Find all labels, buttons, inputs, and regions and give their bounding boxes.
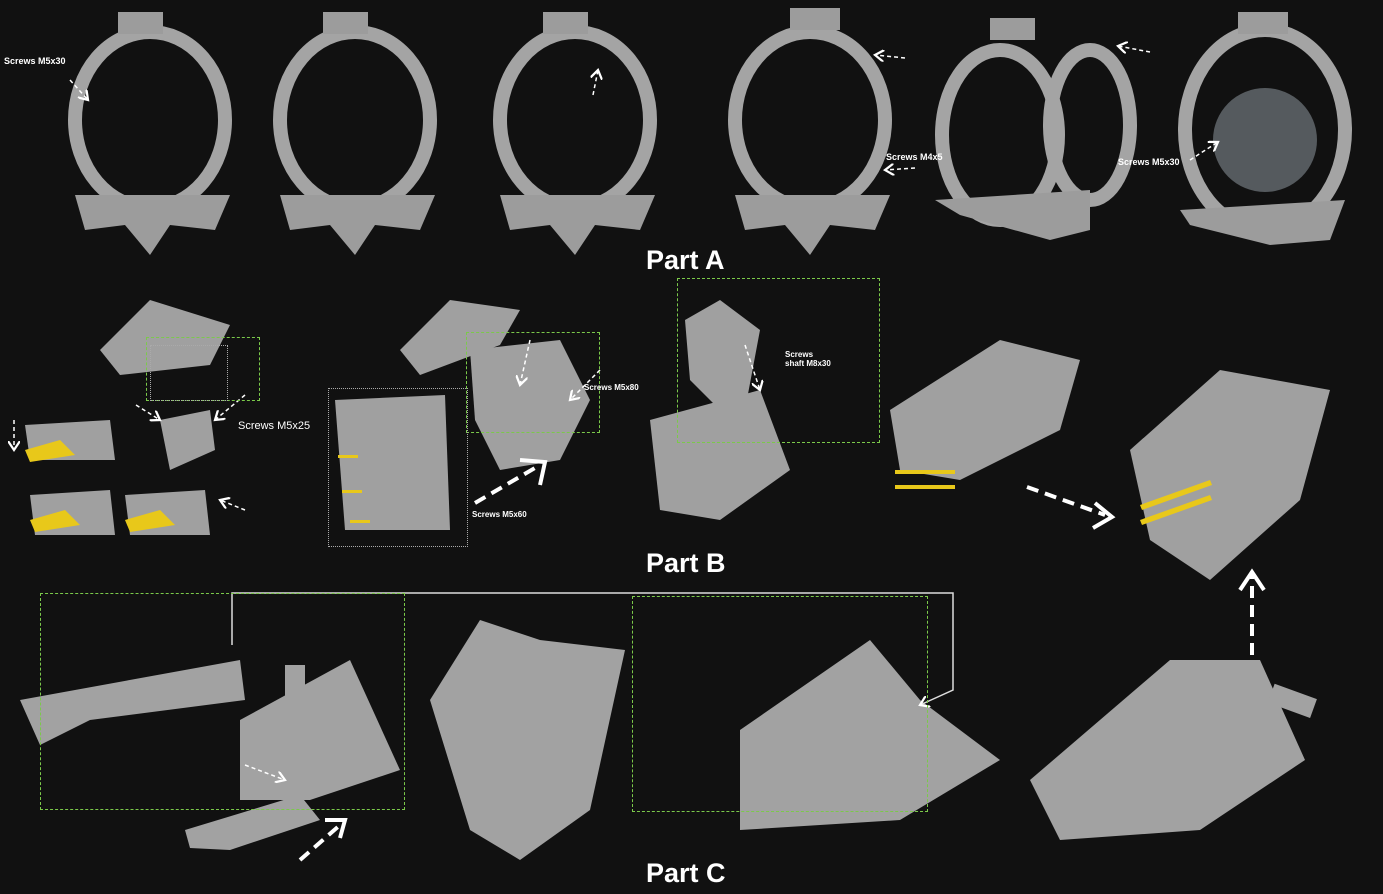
part-a-bases (75, 8, 1345, 255)
detail-box (150, 345, 228, 401)
detail-box (40, 593, 405, 810)
ring-step-3 (493, 25, 657, 215)
detail-box (466, 332, 600, 433)
screw-label: Screws M5x30 (1118, 157, 1180, 167)
part-a-rings (68, 23, 1352, 237)
large-arrows (298, 463, 1254, 862)
assembly-arrows (14, 46, 1218, 780)
screw-label: Screws M5x30 (4, 56, 66, 66)
ring-step-1 (68, 25, 232, 215)
part-a-title: Part A (646, 245, 725, 275)
screw-label: Screws M4x5 (886, 152, 943, 162)
part-b-components (25, 300, 1330, 580)
ring-step-2 (273, 25, 437, 215)
part-c-title: Part C (646, 858, 726, 888)
screw-label: Screws (785, 350, 814, 359)
screw-label: Screws M5x25 (238, 420, 311, 432)
detail-box (328, 388, 468, 547)
fan (1213, 88, 1317, 192)
part-c-components (20, 620, 1317, 860)
screw-label: Screws M5x60 (472, 510, 527, 519)
detail-box (677, 278, 880, 443)
arrow-heads (325, 458, 1266, 839)
ring-step-4 (728, 25, 892, 215)
yellow-highlights (25, 440, 1212, 532)
part-b-title: Part B (646, 548, 726, 578)
screw-label: shaft M8x30 (785, 359, 831, 368)
connector-line (231, 592, 954, 705)
screw-label: Screws M5x80 (584, 383, 639, 392)
detail-box (632, 596, 928, 812)
